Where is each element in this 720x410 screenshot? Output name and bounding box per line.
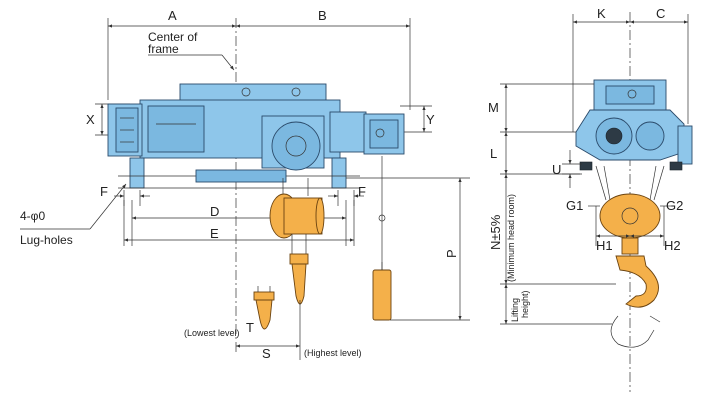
highest-level-label: (Highest level) — [304, 348, 362, 358]
dim-x-label: X — [86, 112, 95, 127]
dim-y-label: Y — [426, 112, 435, 127]
dim-c-label: C — [656, 6, 665, 21]
lowest-level-label: (Lowest level) — [184, 328, 240, 338]
dim-u-label: U — [552, 162, 561, 177]
lifting-label-1: Lifting — [510, 298, 520, 322]
lug-holes-label: Lug-holes — [20, 233, 73, 247]
lifting-label-2: height) — [520, 290, 530, 318]
dim-f-right-label: F — [358, 184, 366, 199]
side-view: K C M L U — [488, 6, 693, 392]
dim-d-label: D — [210, 204, 219, 219]
dim-g2-label: G2 — [666, 198, 683, 213]
min-headroom-label: (Minimum head room) — [506, 194, 516, 282]
center-of-frame-label-2: frame — [148, 42, 179, 56]
lug-holes-count-label: 4-φ0 — [20, 209, 45, 223]
dim-e-label: E — [210, 226, 219, 241]
front-view: A B Center of frame X Y — [20, 8, 470, 361]
dim-p-label: P — [444, 249, 459, 258]
dim-n-label: N±5% — [488, 214, 503, 250]
center-of-frame-label-1: Center of — [148, 30, 198, 44]
dim-f-left-label: F — [100, 184, 108, 199]
dim-l-label: L — [490, 146, 497, 161]
dim-t-label: T — [246, 320, 254, 335]
dim-h1-label: H1 — [596, 238, 613, 253]
dim-s-label: S — [262, 346, 271, 361]
dim-h2-label: H2 — [664, 238, 681, 253]
dim-k-label: K — [597, 6, 606, 21]
dim-a-label: A — [168, 8, 177, 23]
dim-m-label: M — [488, 100, 499, 115]
dim-g1-label: G1 — [566, 198, 583, 213]
dim-b-label: B — [318, 8, 327, 23]
